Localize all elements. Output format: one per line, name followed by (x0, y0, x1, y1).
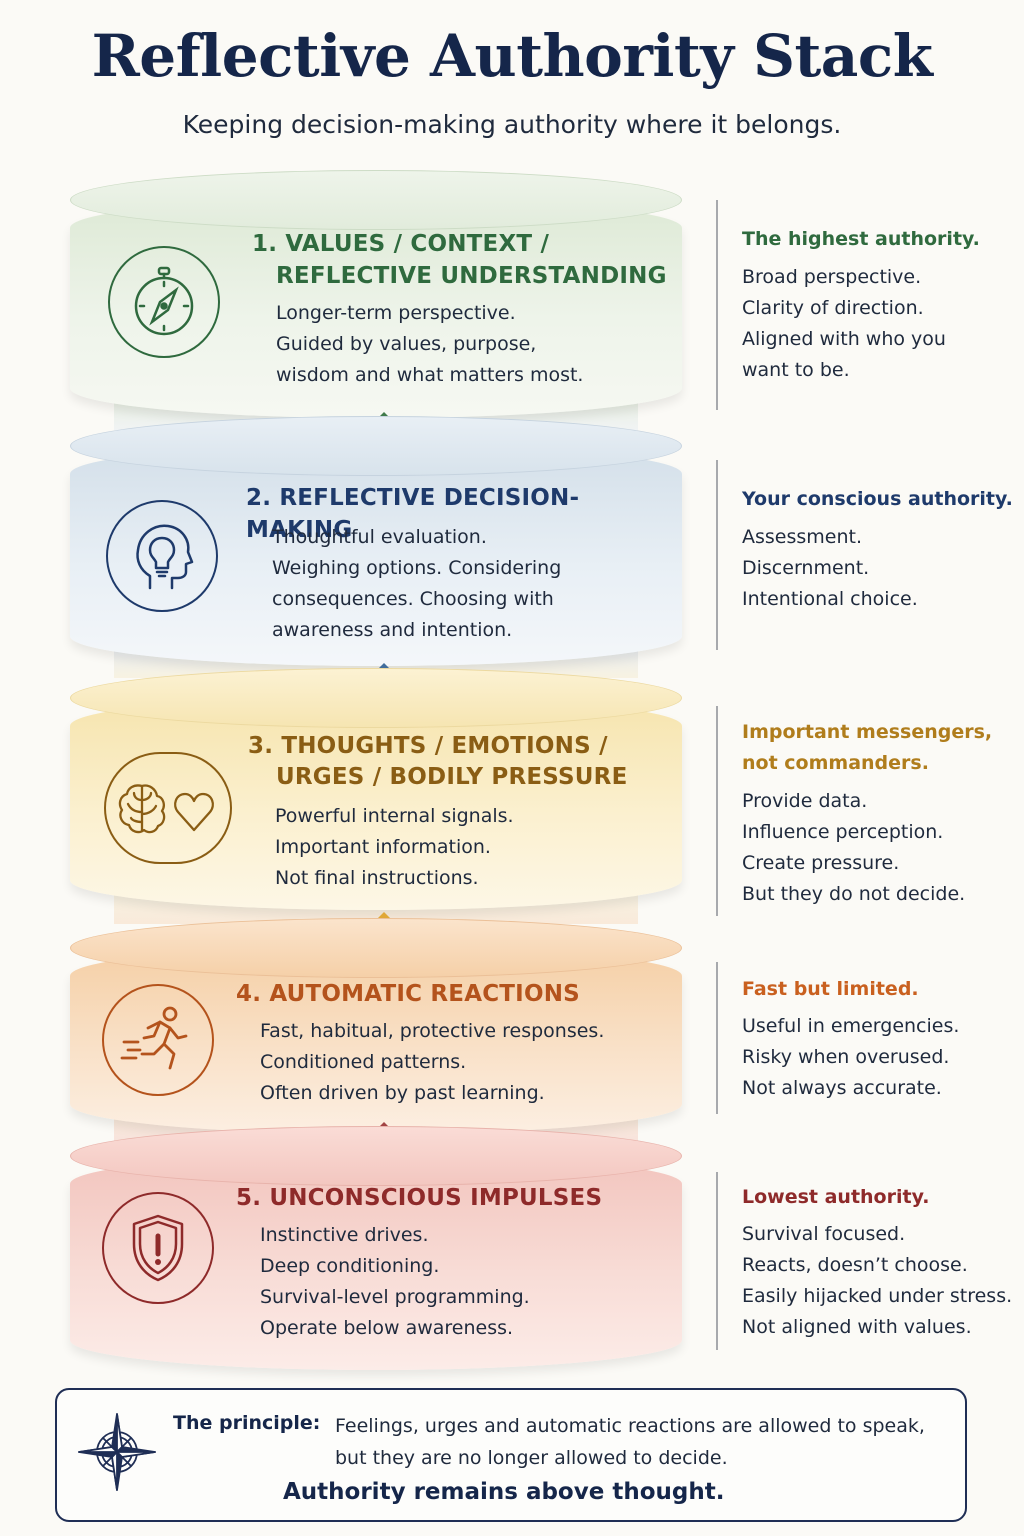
tier-1-desc-line-3: wisdom and what matters most. (276, 364, 584, 386)
compass-icon (134, 266, 194, 336)
side-note-1-line-3: Aligned with who you (742, 328, 946, 350)
brain-heart-icon (118, 784, 214, 834)
side-note-2-line-3: Intentional choice. (742, 588, 918, 610)
side-note-5-line-1: Survival focused. (742, 1223, 906, 1245)
side-note-3-line-2: Influence perception. (742, 821, 944, 843)
tier-4-title: 4. AUTOMATIC REACTIONS (236, 981, 580, 1007)
shield-alert-icon (132, 1214, 184, 1282)
tier-4-icon-frame (102, 984, 214, 1096)
tier-1-desc-line-1: Longer-term perspective. (276, 302, 516, 324)
head-lightbulb-icon (136, 524, 194, 590)
tier-5-desc-line-4: Operate below awareness. (260, 1317, 514, 1339)
side-note-1-line-1: Broad perspective. (742, 266, 922, 288)
page-title: Reflective Authority Stack (91, 22, 933, 90)
side-note-4-line-1: Useful in emergencies. (742, 1015, 960, 1037)
tier-1-title-line-2: REFLECTIVE UNDERSTANDING (276, 263, 667, 289)
tier-1-values: 1. VALUES / CONTEXT / REFLECTIVE UNDERST… (70, 170, 682, 430)
tier-4-desc-line-3: Often driven by past learning. (260, 1082, 545, 1104)
side-heading-1: The highest authority. (742, 228, 980, 250)
tier-4-desc-line-1: Fast, habitual, protective responses. (260, 1020, 605, 1042)
tier-2-title: 2. REFLECTIVE DECISION-MAKING (246, 485, 580, 543)
page-subtitle: Keeping decision-making authority where … (182, 110, 842, 139)
tier-5-desc-line-3: Survival-level programming. (260, 1286, 530, 1308)
side-note-4-line-2: Risky when overused. (742, 1046, 950, 1068)
side-heading-2: Your conscious authority. (742, 488, 1013, 510)
side-heading-3-line-1: Important messengers, (742, 721, 993, 743)
tier-3-icon-frame (104, 752, 232, 864)
tier-2-desc-line-3: consequences. Choosing with (272, 588, 554, 610)
tier-2-desc-line-4: awareness and intention. (272, 619, 513, 641)
side-note-3-line-1: Provide data. (742, 790, 868, 812)
tier-3-desc-line-3: Not final instructions. (275, 867, 479, 889)
tier-3-title-line-1: 3. THOUGHTS / EMOTIONS / (248, 733, 608, 759)
side-heading-4: Fast but limited. (742, 978, 919, 1000)
tier-3-title-line-2: URGES / BODILY PRESSURE (276, 764, 628, 790)
tier-1-desc-line-2: Guided by values, purpose, (276, 333, 537, 355)
tier-5-desc-line-1: Instinctive drives. (260, 1224, 429, 1246)
tier-2-reflective-decision: 2. REFLECTIVE DECISION-MAKING Thoughtful… (70, 416, 682, 678)
divider (716, 1172, 718, 1350)
principle-label: The principle: (173, 1412, 321, 1434)
tier-3-desc-line-2: Important information. (275, 836, 491, 858)
tier-2-icon-frame (106, 500, 218, 612)
principle-text-line-2: but they are no longer allowed to decide… (335, 1447, 728, 1469)
tier-2-desc-line-2: Weighing options. Considering (272, 557, 562, 579)
tier-5-desc-line-2: Deep conditioning. (260, 1255, 440, 1277)
tier-4-desc-line-2: Conditioned patterns. (260, 1051, 467, 1073)
side-note-5-line-2: Reacts, doesn’t choose. (742, 1254, 968, 1276)
principle-text-line-1: Feelings, urges and automatic reactions … (335, 1415, 925, 1437)
divider (716, 962, 718, 1114)
side-note-1-line-2: Clarity of direction. (742, 297, 924, 319)
tier-3-desc-line-1: Powerful internal signals. (275, 805, 514, 827)
tier-1-icon-frame (108, 246, 220, 358)
side-note-1-line-4: want to be. (742, 359, 850, 381)
tier-5-unconscious-impulses: 5. UNCONSCIOUS IMPULSES Instinctive driv… (70, 1126, 682, 1376)
principle-final-statement: Authority remains above thought. (283, 1479, 725, 1505)
side-note-2-line-2: Discernment. (742, 557, 870, 579)
side-heading-5: Lowest authority. (742, 1186, 930, 1208)
tier-3-thoughts-emotions: 3. THOUGHTS / EMOTIONS / URGES / BODILY … (70, 668, 682, 924)
side-note-5-line-3: Easily hijacked under stress. (742, 1285, 1013, 1307)
side-note-3-line-3: Create pressure. (742, 852, 900, 874)
divider (716, 200, 718, 410)
side-note-5-line-4: Not aligned with values. (742, 1316, 972, 1338)
divider (716, 706, 718, 916)
side-note-2-line-1: Assessment. (742, 526, 863, 548)
side-note-4-line-3: Not always accurate. (742, 1077, 942, 1099)
tier-5-icon-frame (102, 1192, 214, 1304)
side-note-3-line-4: But they do not decide. (742, 883, 966, 905)
tier-4-automatic-reactions: 4. AUTOMATIC REACTIONS Fast, habitual, p… (70, 918, 682, 1146)
tier-2-desc-line-1: Thoughtful evaluation. (272, 526, 487, 548)
running-person-icon (120, 1006, 188, 1070)
divider (716, 460, 718, 650)
tier-1-title-line-1: 1. VALUES / CONTEXT / (252, 231, 550, 257)
principle-box: The principle: Feelings, urges and autom… (55, 1388, 967, 1522)
tier-5-title: 5. UNCONSCIOUS IMPULSES (236, 1185, 603, 1211)
compass-rose-icon (78, 1413, 156, 1491)
side-heading-3-line-2: not commanders. (742, 752, 929, 774)
